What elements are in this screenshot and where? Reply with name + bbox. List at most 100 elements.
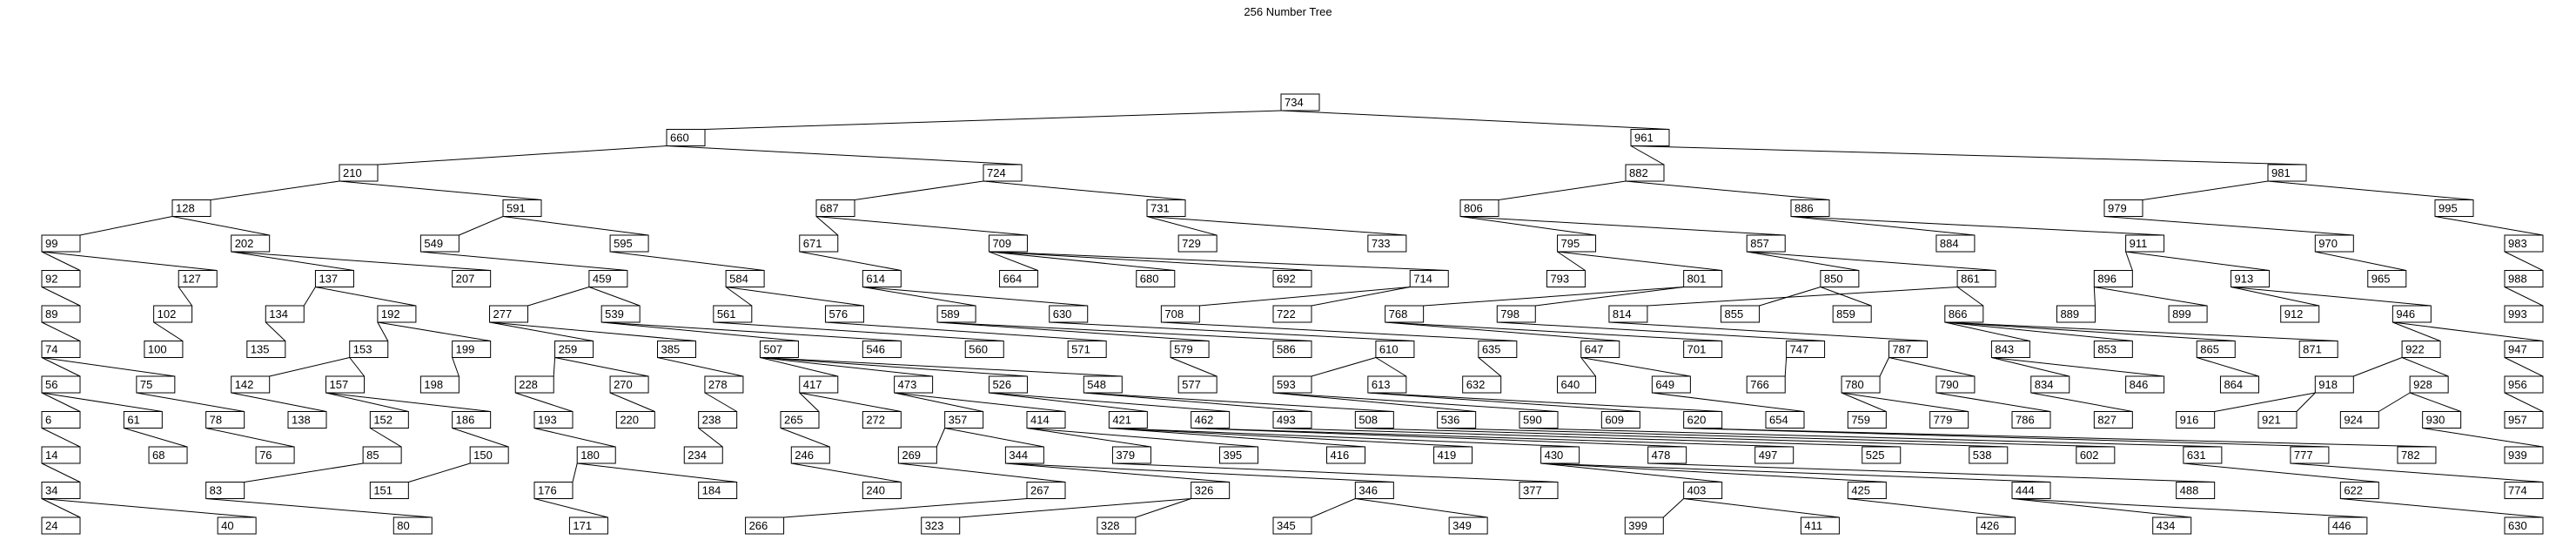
node-box <box>2339 482 2379 499</box>
tree-node: 591 <box>502 199 542 217</box>
tree-edge <box>1459 216 1786 236</box>
node-box <box>514 375 554 394</box>
node-box <box>2397 446 2437 464</box>
node-box <box>171 199 211 217</box>
tree-node: 546 <box>862 341 902 358</box>
tree-edge <box>1944 321 2133 341</box>
node-box <box>1437 411 1477 429</box>
node-label: 609 <box>1605 414 1624 427</box>
tree-node: 34 <box>41 482 81 499</box>
node-box <box>1540 446 1580 464</box>
node-label: 385 <box>661 343 681 356</box>
tree-edge <box>944 428 1044 448</box>
node-label: 620 <box>1687 414 1707 427</box>
tree-edge <box>1083 392 1394 412</box>
node-label: 525 <box>1866 449 1885 462</box>
tree-node: 602 <box>2076 446 2116 464</box>
node-box <box>419 234 460 253</box>
tree-node: 777 <box>2290 446 2330 464</box>
tree-node: 850 <box>1820 270 1860 287</box>
tree-edge <box>1005 462 1230 483</box>
node-box <box>1935 375 1976 394</box>
tree-edge <box>1935 392 2051 412</box>
node-label: 259 <box>559 343 578 356</box>
tree-edge <box>760 357 1028 377</box>
tree-node: 246 <box>790 446 830 464</box>
node-label: 346 <box>1358 484 1378 497</box>
tree-node: 946 <box>2392 305 2432 323</box>
node-label: 899 <box>2172 307 2191 321</box>
tree-node: 277 <box>489 305 529 323</box>
node-box <box>1496 305 1536 323</box>
node-label: 993 <box>2508 307 2527 321</box>
node-box <box>2401 341 2441 358</box>
tree-node: 176 <box>533 482 574 499</box>
node-box <box>2280 305 2320 323</box>
tree-edge <box>577 462 737 483</box>
node-label: 142 <box>235 378 254 391</box>
node-box <box>1108 411 1148 429</box>
tree-edge <box>370 428 402 448</box>
node-label: 630 <box>1053 307 1072 321</box>
tree-node: 538 <box>1969 446 2009 464</box>
tree-edge <box>1497 321 1825 341</box>
node-box <box>2504 341 2544 358</box>
tree-node: 220 <box>615 411 655 429</box>
tree-node: 918 <box>2314 375 2354 394</box>
node-box <box>41 234 81 253</box>
node-box <box>1557 375 1597 394</box>
node-label: 777 <box>2294 449 2313 462</box>
tree-node: 89 <box>41 305 81 323</box>
tree-node: 620 <box>1683 411 1723 429</box>
node-box <box>41 341 81 358</box>
node-box <box>217 516 257 535</box>
tree-edge <box>937 321 1210 341</box>
tree-edge <box>377 321 389 341</box>
tree-edge <box>1608 321 1928 341</box>
tree-edge <box>1540 462 1887 483</box>
node-box <box>377 305 417 323</box>
node-box <box>2056 305 2096 323</box>
tree-edge <box>1647 462 2215 483</box>
tree-edge <box>989 392 1148 412</box>
tree-node: 814 <box>1608 305 1648 323</box>
tree-node: 419 <box>1433 446 1473 464</box>
node-label: 864 <box>2224 378 2243 391</box>
node-label: 913 <box>2235 273 2254 286</box>
tree-node: 747 <box>1786 341 1826 358</box>
node-box <box>1136 270 1176 287</box>
tree-edge <box>452 357 460 377</box>
node-box <box>41 305 81 323</box>
node-label: 278 <box>708 378 728 391</box>
tree-edge <box>231 251 354 271</box>
node-box <box>1721 305 1761 323</box>
node-label: 488 <box>2180 484 2199 497</box>
node-label: 207 <box>456 273 475 286</box>
tree-edge <box>666 145 1023 165</box>
tree-edge <box>489 321 594 341</box>
tree-edge <box>1280 110 1670 130</box>
node-label: 912 <box>2284 307 2304 321</box>
node-label: 965 <box>2371 273 2391 286</box>
node-label: 722 <box>1277 307 1296 321</box>
node-label: 546 <box>866 343 885 356</box>
node-label: 434 <box>2157 519 2176 532</box>
node-label: 561 <box>717 307 736 321</box>
tree-edge <box>2183 462 2379 483</box>
node-label: 671 <box>803 237 822 250</box>
tree-edge <box>124 428 188 448</box>
tree-edge <box>1498 180 1627 200</box>
tree-node: 782 <box>2397 446 2437 464</box>
node-box <box>148 446 188 464</box>
tree-node: 346 <box>1354 482 1394 499</box>
node-label: 595 <box>614 237 633 250</box>
node-label: 884 <box>1940 237 1959 250</box>
tree-edge <box>2125 251 2133 271</box>
node-label: 266 <box>749 519 768 532</box>
tree-edge <box>1146 216 1406 236</box>
node-label: 277 <box>493 307 513 321</box>
node-label: 709 <box>992 237 1011 250</box>
node-box <box>205 482 245 499</box>
tree-node: 399 <box>1624 516 1664 535</box>
tree-node: 83 <box>205 482 245 499</box>
